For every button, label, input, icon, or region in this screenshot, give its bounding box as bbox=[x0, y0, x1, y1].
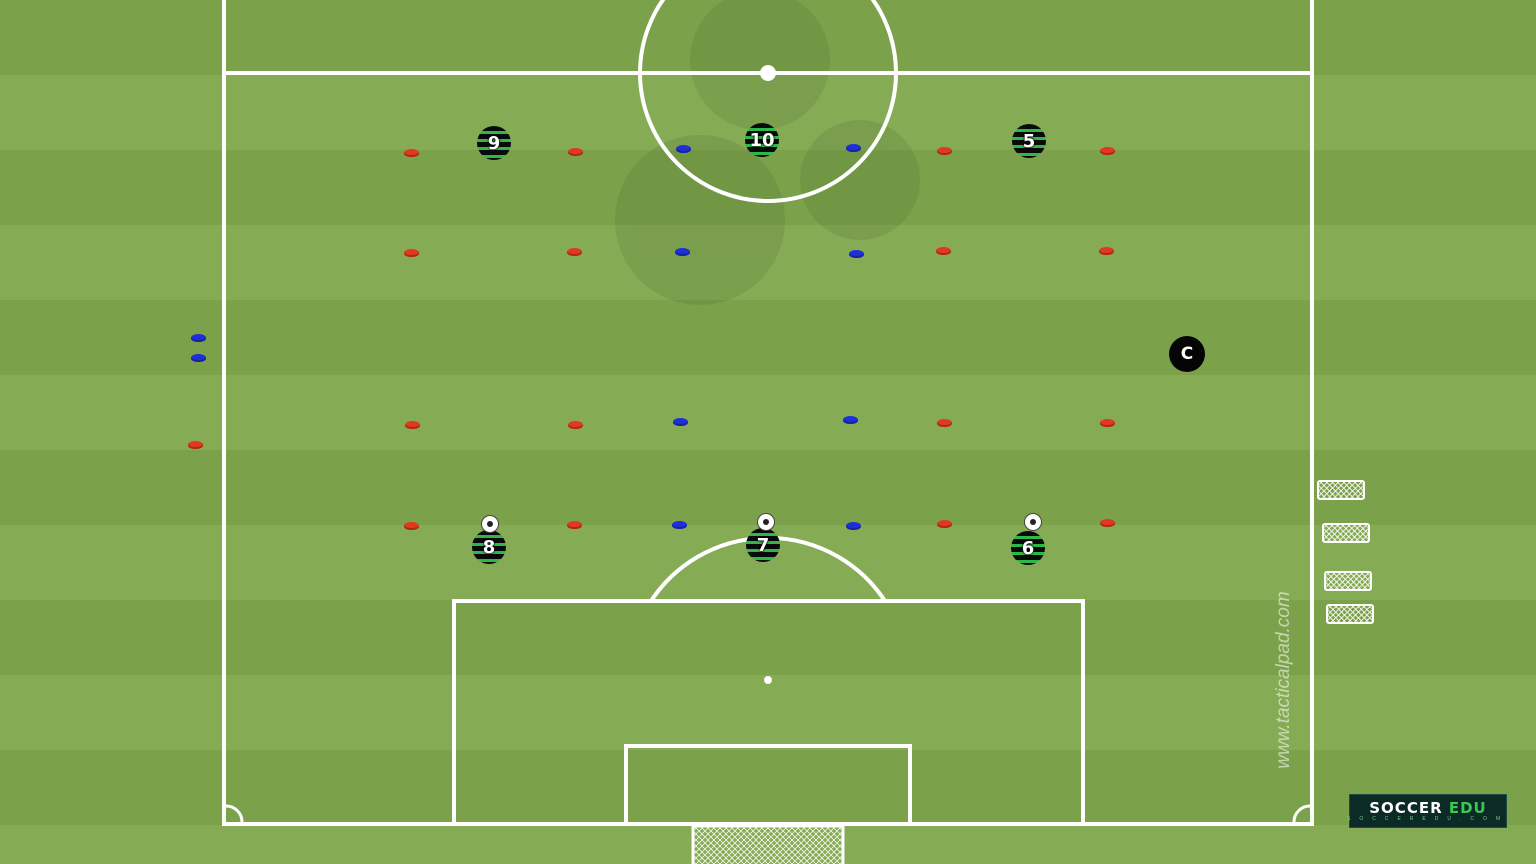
red-cone-icon[interactable] bbox=[404, 522, 419, 530]
corner-arc-right bbox=[1292, 804, 1311, 823]
player-marker[interactable]: 5 bbox=[1012, 124, 1046, 158]
red-cone-icon[interactable] bbox=[1099, 247, 1114, 255]
blue-cone-icon[interactable] bbox=[843, 416, 858, 424]
mini-goal-icon[interactable] bbox=[1322, 523, 1370, 543]
player-number: 10 bbox=[749, 129, 775, 151]
mini-goal-icon[interactable] bbox=[1317, 480, 1365, 500]
player-number: 6 bbox=[1021, 537, 1035, 559]
mini-goal-icon[interactable] bbox=[1326, 604, 1374, 624]
logo-word-soccer: SOCCER bbox=[1369, 799, 1443, 817]
penalty-area bbox=[452, 599, 1085, 826]
red-cone-icon[interactable] bbox=[937, 147, 952, 155]
corner-arc-left bbox=[225, 804, 244, 823]
player-marker[interactable]: 7 bbox=[746, 528, 780, 562]
player-number: 7 bbox=[756, 534, 770, 556]
blue-cone-icon[interactable] bbox=[846, 522, 861, 530]
player-number: 9 bbox=[487, 132, 501, 154]
red-cone-icon[interactable] bbox=[1100, 419, 1115, 427]
red-cone-icon[interactable] bbox=[404, 149, 419, 157]
red-cone-icon[interactable] bbox=[1100, 519, 1115, 527]
goal-area bbox=[624, 744, 912, 826]
center-circle bbox=[638, 0, 898, 203]
red-cone-icon[interactable] bbox=[567, 248, 582, 256]
red-cone-icon[interactable] bbox=[568, 148, 583, 156]
red-cone-icon[interactable] bbox=[568, 421, 583, 429]
red-cone-icon[interactable] bbox=[567, 521, 582, 529]
coach-marker[interactable]: C bbox=[1169, 336, 1205, 372]
logo-subtitle: SOCCEREDU.COM bbox=[1347, 816, 1510, 822]
coach-label: C bbox=[1180, 344, 1194, 364]
red-cone-icon[interactable] bbox=[404, 249, 419, 257]
red-cone-icon[interactable] bbox=[937, 520, 952, 528]
player-marker[interactable]: 6 bbox=[1011, 531, 1045, 565]
blue-cone-icon[interactable] bbox=[676, 145, 691, 153]
player-number: 5 bbox=[1022, 130, 1036, 152]
blue-cone-icon[interactable] bbox=[675, 248, 690, 256]
logo-wordmark: SOCCER EDU bbox=[1369, 800, 1487, 816]
player-marker[interactable]: 10 bbox=[745, 123, 779, 157]
penalty-spot bbox=[764, 676, 772, 684]
red-cone-icon[interactable] bbox=[937, 419, 952, 427]
red-cone-icon[interactable] bbox=[1100, 147, 1115, 155]
soccer-ball-icon[interactable] bbox=[481, 515, 499, 533]
player-marker[interactable]: 8 bbox=[472, 530, 506, 564]
soccer-ball-icon[interactable] bbox=[757, 513, 775, 531]
center-spot bbox=[760, 65, 776, 81]
goal-net bbox=[691, 824, 845, 864]
mini-goal-icon[interactable] bbox=[1324, 571, 1372, 591]
red-cone-icon[interactable] bbox=[188, 441, 203, 449]
logo-word-edu: EDU bbox=[1448, 799, 1487, 817]
blue-cone-icon[interactable] bbox=[673, 418, 688, 426]
blue-cone-icon[interactable] bbox=[849, 250, 864, 258]
blue-cone-icon[interactable] bbox=[191, 354, 206, 362]
blue-cone-icon[interactable] bbox=[846, 144, 861, 152]
soccer-edu-logo: SOCCER EDU SOCCEREDU.COM bbox=[1347, 794, 1510, 828]
watermark-text: www.tacticalpad.com bbox=[1273, 591, 1294, 769]
player-marker[interactable]: 9 bbox=[477, 126, 511, 160]
faded-emblem-graphic bbox=[615, 0, 920, 305]
blue-cone-icon[interactable] bbox=[191, 334, 206, 342]
blue-cone-icon[interactable] bbox=[672, 521, 687, 529]
red-cone-icon[interactable] bbox=[936, 247, 951, 255]
soccer-ball-icon[interactable] bbox=[1024, 513, 1042, 531]
player-number: 8 bbox=[482, 536, 496, 558]
red-cone-icon[interactable] bbox=[405, 421, 420, 429]
